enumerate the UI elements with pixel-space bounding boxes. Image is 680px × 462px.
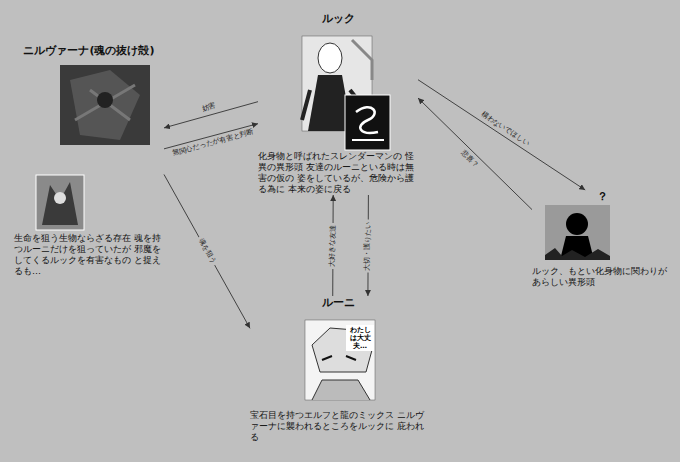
relation-label: 魂を狙う: [195, 235, 218, 267]
character-description: 宝石目を持つエルフと龍のミックス ニルヴァーナに襲われるところをルックに 庇われ…: [250, 410, 426, 443]
character-node: ルーニ宝石目を持つエルフと龍のミックス ニルヴァーナに襲われるところをルックに …: [250, 296, 426, 443]
nirvana-picture: [60, 65, 150, 145]
nirvana-inset: [36, 175, 84, 230]
relation-label: 構わないでほしい: [478, 109, 533, 150]
relation-label: 大切・護りたい: [364, 219, 373, 272]
character-name: ルック: [258, 12, 418, 26]
relation-arrow: [418, 80, 585, 190]
character-name: ニルヴァーナ(魂の抜け殻): [14, 44, 164, 58]
character-name: ？: [532, 190, 672, 204]
character-node: ルック化身物と呼ばれたスレンダーマンの 怪異の異形頭 友達のルーニといる時は無害…: [258, 12, 418, 195]
runi-picture: [305, 320, 375, 400]
picture-space: [250, 310, 426, 410]
character-node: ？ ルック、もとい化身物に関わりが あらしい異形頭: [532, 190, 672, 288]
character-description: 生命を狙う生物ならざる存在 魂を持つルーニだけを狙っていたが 邪魔をしてくるルッ…: [14, 233, 164, 277]
character-description: ルック、もとい化身物に関わりが あらしい異形頭: [532, 266, 672, 288]
picture-space: [532, 204, 672, 266]
speech-bubble: わたしは大丈夫…: [346, 325, 374, 351]
relation-arrow: [418, 98, 532, 210]
relation-arrow: [164, 174, 250, 328]
unknown-picture: [545, 205, 610, 260]
character-node: ニルヴァーナ(魂の抜け殻) 生命を狙う生物ならざる存在 魂を持つルーニだけを狙って…: [14, 44, 164, 277]
relation-label: 妨害: [199, 101, 219, 115]
relation-arrow: [164, 102, 258, 128]
picture-space: [258, 26, 418, 151]
picture-space: [14, 58, 164, 233]
relation-label: 悲喜？: [458, 147, 482, 171]
relation-label: 無関心だったが有害と判断: [169, 127, 256, 158]
character-description: 化身物と呼ばれたスレンダーマンの 怪異の異形頭 友達のルーニといる時は無害の仮の…: [258, 151, 418, 195]
relation-label: 大好きな友達: [328, 222, 337, 268]
look-inset: [345, 95, 390, 150]
character-name: ルーニ: [250, 296, 426, 310]
